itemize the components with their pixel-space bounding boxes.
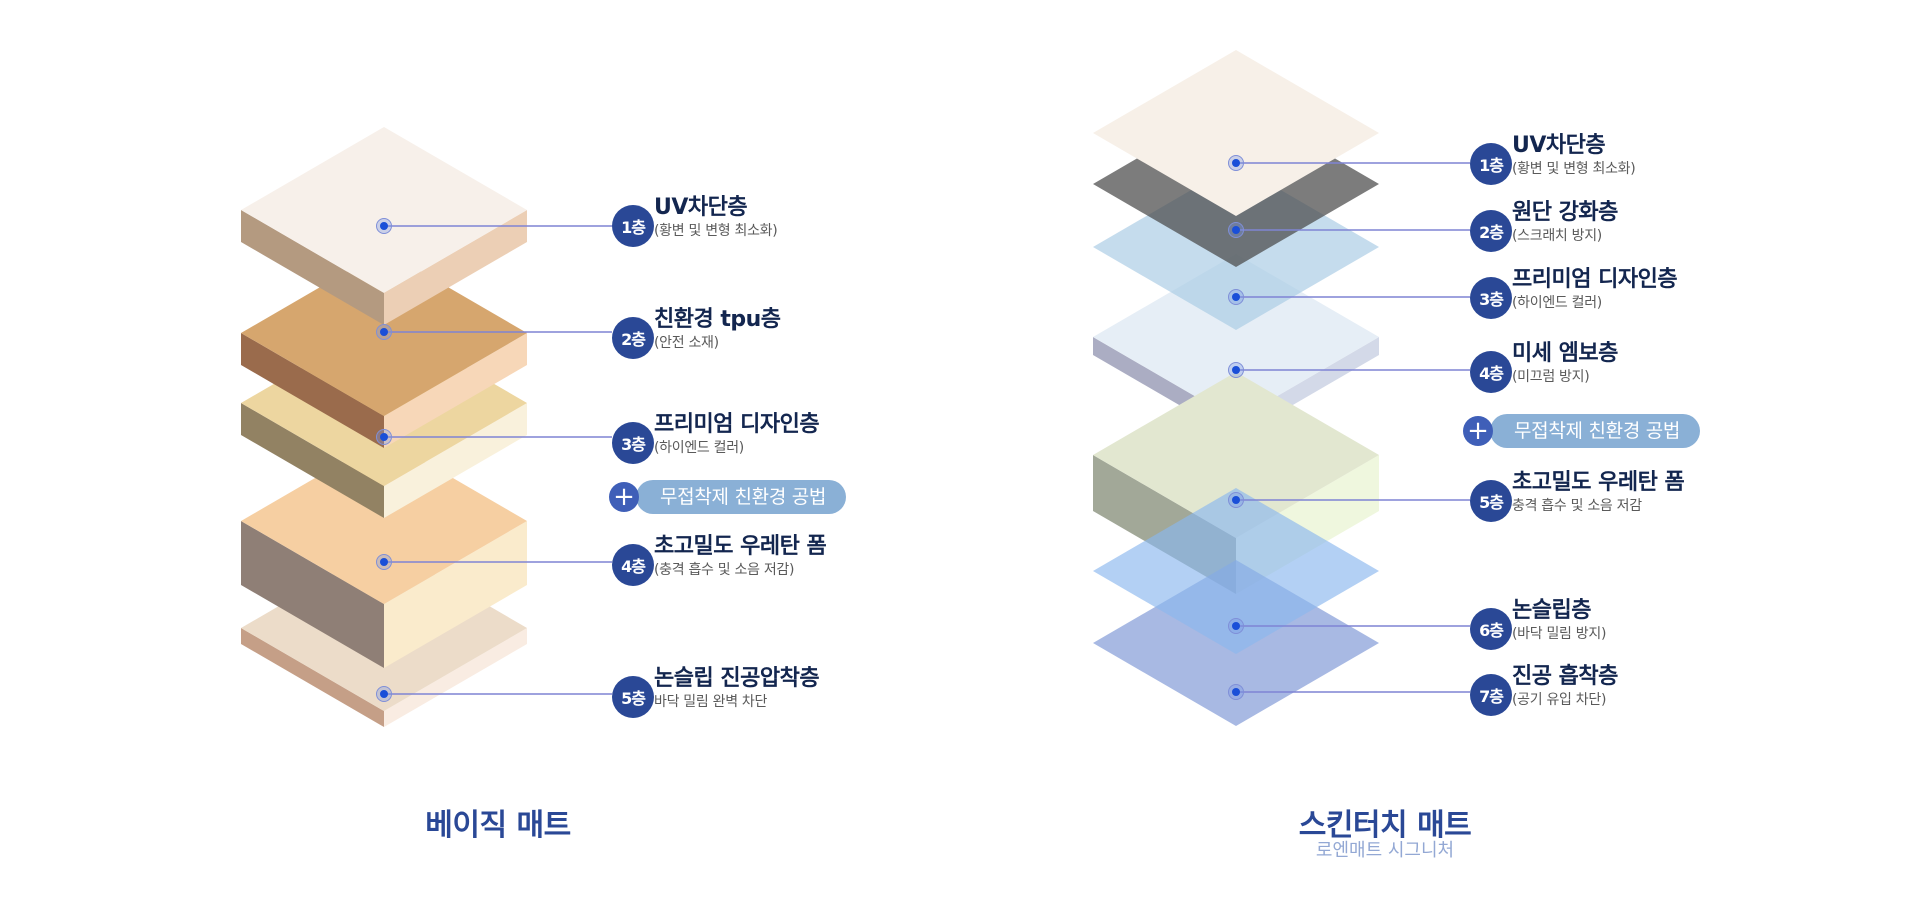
basic_mat-stack (241, 127, 612, 727)
layer-text: 초고밀도 우레탄 폼 (충격 흡수 및 소음 저감) (654, 534, 827, 580)
layer-title: 초고밀도 우레탄 폼 (654, 534, 827, 559)
callout-pill: 무접착제 친환경 공법 (1490, 414, 1701, 448)
layer-1-shape (241, 127, 527, 325)
basic-mat-title: 베이직 매트 (425, 808, 571, 843)
layer-title: 미세 엠보층 (1512, 341, 1618, 366)
layer-number-badge: 5층 (1470, 480, 1512, 522)
layer-title: 논슬립 진공압착층 (654, 666, 820, 691)
marker-dot (1232, 688, 1240, 696)
layer-number-badge: 5층 (612, 676, 654, 718)
layer-description: (안전 소재) (654, 335, 719, 351)
skintouch-mat-title: 스킨터치 매트 (1298, 808, 1472, 843)
layer-text: 논슬립층 (바닥 밀림 방지) (1512, 598, 1606, 644)
layer-title: UV차단층 (654, 195, 748, 220)
layer-text: 원단 강화층 (스크래치 방지) (1512, 200, 1618, 246)
layer-description: (바닥 밀림 방지) (1512, 626, 1607, 642)
layer-1-shape (1093, 50, 1379, 216)
layer-number-badge: 1층 (612, 205, 654, 247)
layer-text: 진공 흡착층 (공기 유입 차단) (1512, 664, 1618, 710)
marker-dot (380, 558, 388, 566)
layer-text: UV차단층 (황변 및 변형 최소화) (654, 195, 778, 241)
layer-number-badge: 4층 (612, 544, 654, 586)
marker-dot (380, 433, 388, 441)
plus-icon: + (1463, 416, 1493, 446)
layer-description: (충격 흡수 및 소음 저감) (654, 562, 795, 578)
layer-4-shape (241, 438, 527, 668)
marker-dot (1232, 159, 1240, 167)
layer-6-shape (1093, 488, 1379, 654)
layer-number-badge: 6층 (1470, 608, 1512, 650)
layer-description: (황변 및 변형 최소화) (1512, 161, 1636, 177)
marker-dot (380, 328, 388, 336)
layer-title: 논슬립층 (1512, 598, 1591, 623)
layer-number-badge: 3층 (612, 422, 654, 464)
callout-pill: 무접착제 친환경 공법 (636, 480, 847, 514)
layer-number-badge: 7층 (1470, 674, 1512, 716)
layer-description: (황변 및 변형 최소화) (654, 223, 778, 239)
layer-title: 진공 흡착층 (1512, 664, 1618, 689)
layer-title: 프리미엄 디자인층 (1512, 267, 1678, 292)
layer-text: UV차단층 (황변 및 변형 최소화) (1512, 133, 1636, 179)
skintouch_mat-stack (1093, 50, 1470, 726)
layer-number-badge: 2층 (612, 317, 654, 359)
layer-description: 충격 흡수 및 소음 저감 (1512, 498, 1642, 514)
layer-description: (스크래치 방지) (1512, 228, 1602, 244)
marker-dot (1232, 366, 1240, 374)
layer-text: 프리미엄 디자인층 (하이엔드 컬러) (1512, 267, 1678, 313)
layer-text: 프리미엄 디자인층 (하이엔드 컬러) (654, 412, 820, 458)
layer-description: (하이엔드 컬러) (1512, 295, 1602, 311)
marker-dot (380, 690, 388, 698)
layer-text: 미세 엠보층 (미끄럼 방지) (1512, 341, 1618, 387)
plus-icon: + (609, 482, 639, 512)
layer-title: 원단 강화층 (1512, 200, 1618, 225)
layer-description: (하이엔드 컬러) (654, 440, 744, 456)
layer-title: 프리미엄 디자인층 (654, 412, 820, 437)
layer-title: 초고밀도 우레탄 폼 (1512, 470, 1685, 495)
layer-description: (공기 유입 차단) (1512, 692, 1607, 708)
layer-text: 친환경 tpu층 (안전 소재) (654, 307, 781, 353)
marker-dot (1232, 293, 1240, 301)
marker-dot (380, 222, 388, 230)
layer-number-badge: 2층 (1470, 210, 1512, 252)
skintouch-mat-subtitle: 로엔매트 시그니처 (1315, 840, 1455, 861)
layer-title: UV차단층 (1512, 133, 1606, 158)
layer-number-badge: 3층 (1470, 277, 1512, 319)
layer-number-badge: 1층 (1470, 143, 1512, 185)
layer-number-badge: 4층 (1470, 351, 1512, 393)
layer-description: 바닥 밀림 완벽 차단 (654, 694, 768, 710)
marker-dot (1232, 622, 1240, 630)
layer-description: (미끄럼 방지) (1512, 369, 1590, 385)
marker-dot (1232, 496, 1240, 504)
marker-dot (1232, 226, 1240, 234)
layer-title: 친환경 tpu층 (654, 307, 781, 332)
